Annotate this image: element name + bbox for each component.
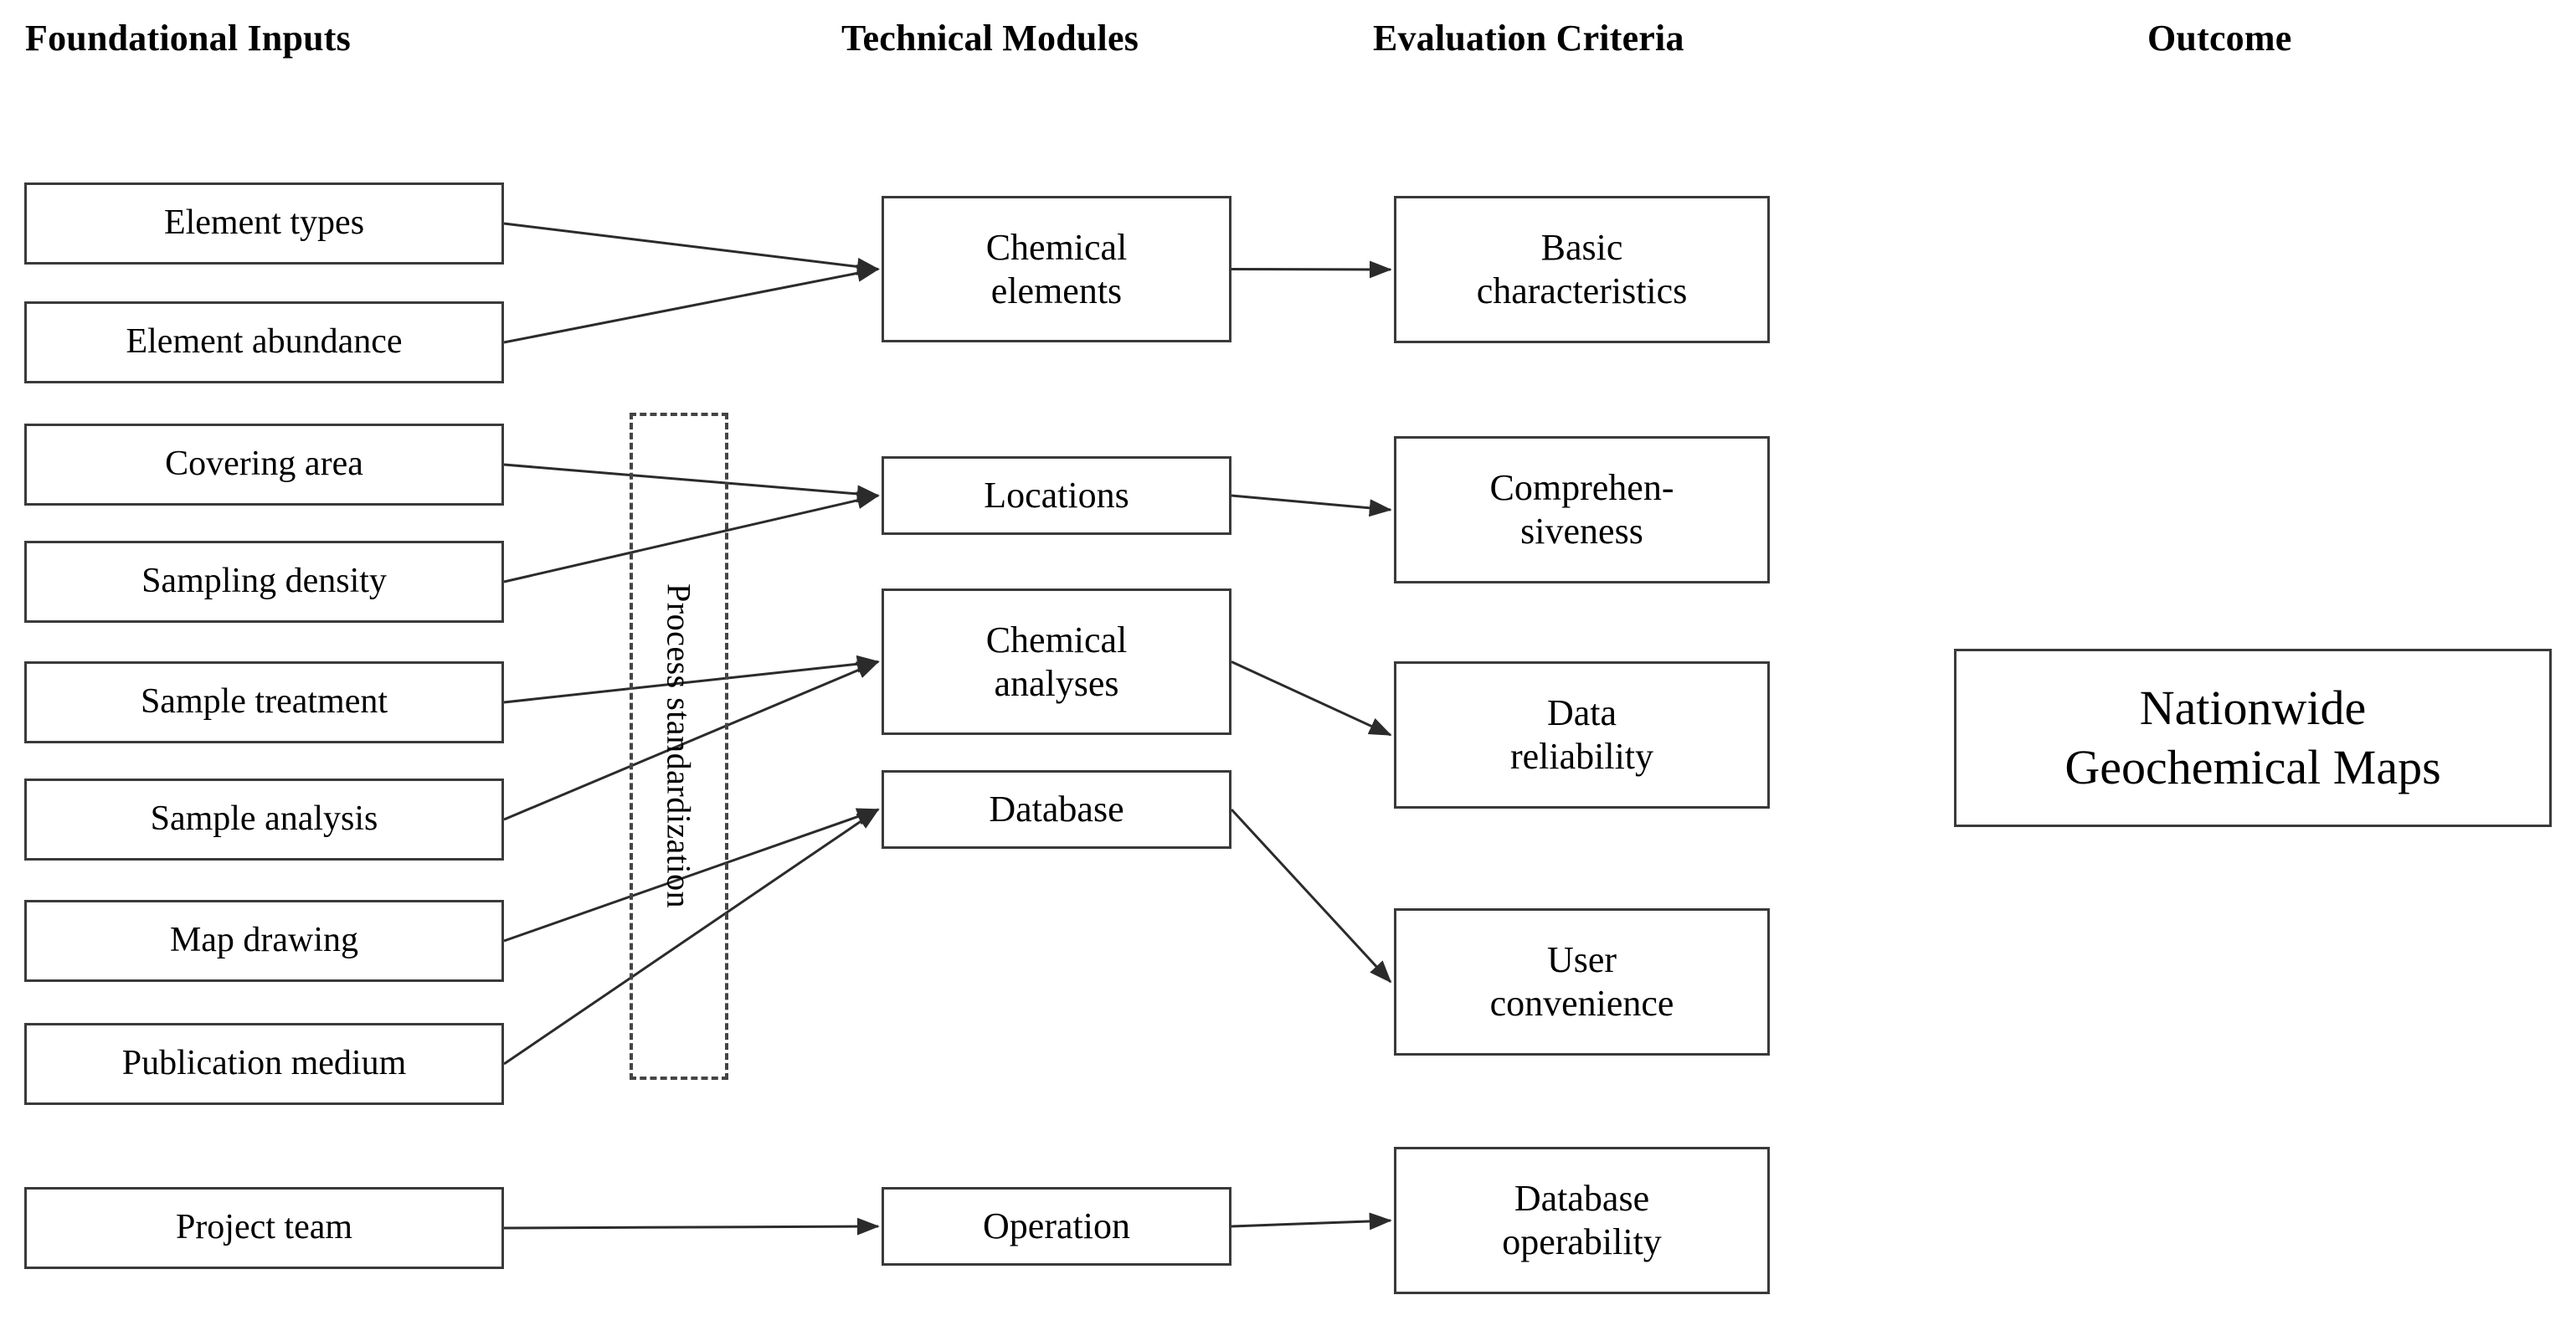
node-basic-characteristics[interactable]: Basic characteristics: [1394, 196, 1770, 343]
node-label: User convenience: [1489, 939, 1674, 1024]
node-label: Chemical analyses: [985, 619, 1128, 704]
node-label: Map drawing: [169, 921, 359, 960]
node-label: Operation: [983, 1205, 1130, 1247]
element-types-to-chemical-elements: [503, 222, 880, 275]
node-label: Project team: [175, 1208, 353, 1247]
node-covering-area[interactable]: Covering area: [24, 424, 504, 506]
node-sample-analysis[interactable]: Sample analysis: [24, 779, 504, 861]
node-label: Locations: [984, 475, 1129, 516]
column-header-technical-modules: Technical Modules: [841, 18, 1139, 59]
process-standardization-box[interactable]: Process standardization: [630, 413, 728, 1080]
locations-to-comprehensiveness: [1231, 494, 1392, 517]
node-data-reliability[interactable]: Data reliability: [1394, 661, 1770, 809]
node-label: Database operability: [1502, 1178, 1662, 1262]
node-user-convenience[interactable]: User convenience: [1394, 908, 1770, 1056]
node-label: Nationwide Geochemical Maps: [2064, 680, 2441, 794]
node-element-types[interactable]: Element types: [24, 182, 504, 265]
node-project-team[interactable]: Project team: [24, 1187, 504, 1269]
node-element-abundance[interactable]: Element abundance: [24, 301, 504, 383]
column-header-outcome: Outcome: [2147, 18, 2292, 59]
operation-to-database-operability: [1231, 1212, 1392, 1231]
node-label: Database: [989, 789, 1124, 830]
chemical-analyses-to-data-reliability: [1231, 660, 1392, 737]
node-database-operability[interactable]: Database operability: [1394, 1147, 1770, 1294]
node-label: Basic characteristics: [1476, 227, 1688, 311]
node-sampling-density[interactable]: Sampling density: [24, 541, 504, 623]
node-label: Chemical elements: [985, 226, 1128, 311]
node-label: Publication medium: [121, 1044, 407, 1083]
node-label: Covering area: [165, 445, 363, 484]
node-label: Data reliability: [1509, 692, 1654, 777]
node-label: Sample treatment: [140, 682, 388, 722]
node-nationwide-geochemical-maps[interactable]: Nationwide Geochemical Maps: [1954, 649, 2552, 827]
column-header-evaluation-criteria: Evaluation Criteria: [1373, 18, 1684, 59]
node-chemical-analyses[interactable]: Chemical analyses: [882, 588, 1231, 735]
element-abundance-to-chemical-elements: [503, 265, 880, 344]
column-header-foundational-inputs: Foundational Inputs: [25, 18, 351, 59]
database-to-user-convenience: [1230, 808, 1392, 984]
node-label: Element types: [163, 203, 365, 243]
process-standardization-label: Process standardization: [660, 583, 698, 909]
node-locations[interactable]: Locations: [882, 456, 1231, 535]
node-label: Comprehen- siveness: [1489, 467, 1674, 552]
node-operation[interactable]: Operation: [882, 1187, 1231, 1266]
node-database[interactable]: Database: [882, 770, 1231, 849]
node-sample-treatment[interactable]: Sample treatment: [24, 661, 504, 743]
node-chemical-elements[interactable]: Chemical elements: [882, 196, 1231, 342]
node-map-drawing[interactable]: Map drawing: [24, 900, 504, 982]
node-label: Sample analysis: [150, 799, 378, 839]
node-label: Element abundance: [126, 322, 403, 362]
project-team-to-operation: [503, 1217, 880, 1236]
node-publication-medium[interactable]: Publication medium: [24, 1023, 504, 1105]
node-label: Sampling density: [141, 562, 387, 601]
node-comprehensiveness[interactable]: Comprehen- siveness: [1394, 436, 1770, 583]
